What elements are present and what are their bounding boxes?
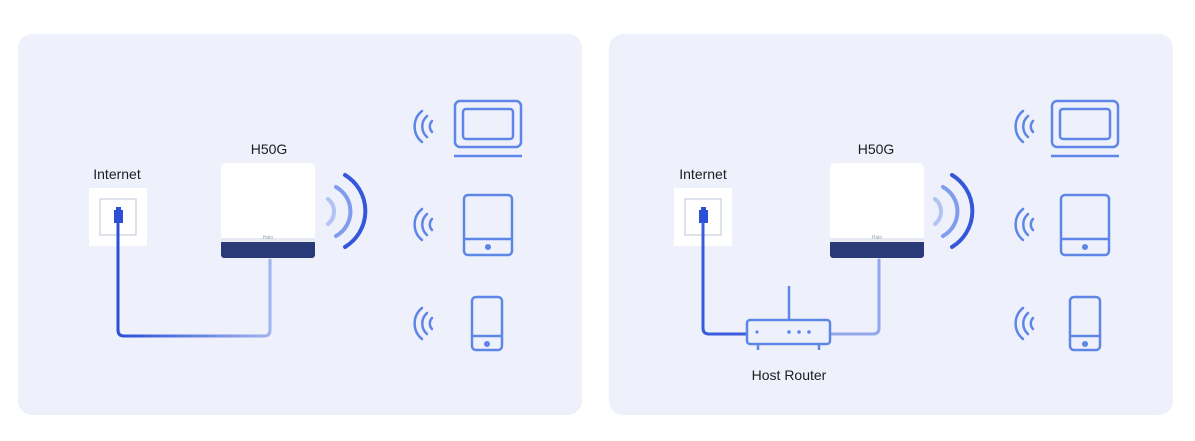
wifi-signal-icon xyxy=(326,173,368,249)
client-signal-tablet-icon xyxy=(413,207,434,242)
ethernet-cable-to-device xyxy=(828,258,881,336)
host-router-label: Host Router xyxy=(751,367,827,383)
host-router-icon xyxy=(745,286,832,350)
laptop-icon xyxy=(1050,99,1120,158)
h50g-device-icon: Halo xyxy=(830,163,924,258)
ethernet-cable xyxy=(116,221,272,338)
tablet-icon xyxy=(462,193,514,257)
diagram-panel-router: Halo xyxy=(609,34,1173,415)
diagram-panel-direct: Halo xyxy=(18,34,582,415)
internet-label: Internet xyxy=(93,166,141,182)
device-brand-text: Halo xyxy=(263,235,274,241)
device-label: H50G xyxy=(857,141,895,157)
client-signal-phone-icon xyxy=(1014,306,1035,341)
laptop-icon xyxy=(453,99,523,158)
client-signal-tablet-icon xyxy=(1014,207,1035,242)
h50g-device-icon: Halo xyxy=(221,163,315,258)
client-signal-laptop-icon xyxy=(413,109,434,144)
device-brand-text: Halo xyxy=(872,235,883,241)
device-label: H50G xyxy=(250,141,288,157)
internet-label: Internet xyxy=(679,166,727,182)
phone-icon xyxy=(1068,295,1102,352)
client-signal-laptop-icon xyxy=(1014,109,1035,144)
wifi-signal-icon xyxy=(933,173,975,249)
tablet-icon xyxy=(1059,193,1111,257)
phone-icon xyxy=(470,295,504,352)
ethernet-cable-to-router xyxy=(701,221,749,336)
client-signal-phone-icon xyxy=(413,306,434,341)
